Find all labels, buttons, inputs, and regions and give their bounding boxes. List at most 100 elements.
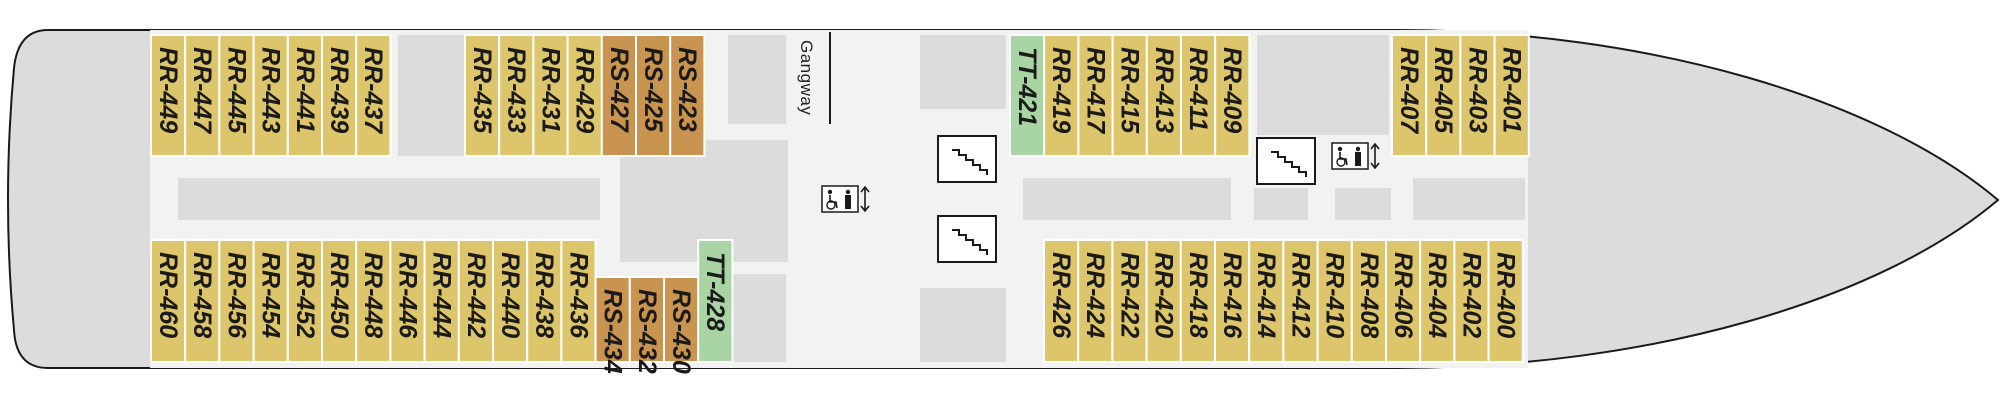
cabin-label: RR-446 [393,252,421,339]
cabin-rr-435[interactable]: RR-435 [464,34,501,157]
cabin-label: TT-428 [701,252,729,331]
cabin-label: RR-414 [1252,252,1280,338]
cabin-rr-445[interactable]: RR-445 [218,34,255,157]
cabin-cell [1487,239,1524,363]
cabin-rr-415[interactable]: RR-415 [1111,34,1148,157]
cabin-label: RS-425 [639,47,667,133]
cabin-rs-432[interactable]: RS-432 [628,276,665,374]
cabin-tt-428[interactable]: TT-428 [697,239,734,363]
cabin-label: RR-419 [1047,47,1075,133]
cabin-rr-405[interactable]: RR-405 [1425,34,1462,157]
cabin-rr-402[interactable]: RR-402 [1453,239,1490,363]
cabin-rr-408[interactable]: RR-408 [1350,239,1388,363]
cabin-label: RR-438 [530,252,558,338]
cabin-label: RR-447 [188,47,216,134]
cabin-rr-460[interactable]: RR-460 [150,239,187,363]
cabin-rr-454[interactable]: RR-454 [252,239,289,363]
cabin-rr-442[interactable]: RR-442 [457,239,494,363]
service-area [1257,35,1389,135]
cabin-rr-450[interactable]: RR-450 [321,239,358,363]
cabin-rs-427[interactable]: RS-427 [600,34,637,157]
cabin-rr-448[interactable]: RR-448 [355,239,392,363]
cabin-rr-417[interactable]: RR-417 [1077,34,1114,157]
cabin-rr-447[interactable]: RR-447 [184,34,221,157]
cabin-label: RR-412 [1286,252,1314,338]
cabin-rr-409[interactable]: RR-409 [1214,34,1251,157]
cabin-rr-404[interactable]: RR-404 [1419,239,1456,363]
cabin-label: RR-418 [1184,252,1212,338]
cabin-tt-421[interactable]: TT-421 [1009,34,1046,157]
cabin-rr-422[interactable]: RR-422 [1111,239,1148,363]
cabin-label: RR-415 [1116,47,1144,134]
cabin-label: RR-409 [1218,47,1246,133]
cabin-rs-423[interactable]: RS-423 [669,34,706,157]
cabin-rr-413[interactable]: RR-413 [1145,34,1183,157]
cabin-cell [355,34,392,157]
cabin-rr-446[interactable]: RR-446 [389,239,426,363]
cabin-rr-406[interactable]: RR-406 [1385,239,1422,363]
cabin-rr-416[interactable]: RR-416 [1214,239,1251,363]
cabin-rr-436[interactable]: RR-436 [560,239,597,363]
cabin-rr-420[interactable]: RR-420 [1145,239,1182,363]
cabin-rr-458[interactable]: RR-458 [184,239,221,363]
cabin-label: RR-408 [1355,252,1383,338]
cabin-label: RR-417 [1081,47,1109,134]
cabin-cell [1425,34,1462,157]
cabin-rr-437[interactable]: RR-437 [355,34,392,157]
cabin-cell [218,239,255,363]
cabin-label: RR-441 [291,47,319,133]
cabin-rr-452[interactable]: RR-452 [286,239,323,363]
cabin-rr-410[interactable]: RR-410 [1316,239,1353,363]
cabin-rr-438[interactable]: RR-438 [526,239,563,363]
cabin-label: RR-431 [536,47,564,133]
cabin-label: RR-460 [154,252,182,338]
cabin-rr-444[interactable]: RR-444 [423,239,460,363]
cabin-rr-440[interactable]: RR-440 [492,239,529,363]
cabin-cell [1145,34,1183,157]
cabin-rr-403[interactable]: RR-403 [1459,34,1496,157]
cabin-rr-412[interactable]: RR-412 [1282,239,1319,363]
cabin-rr-456[interactable]: RR-456 [218,239,255,363]
cabin-rr-407[interactable]: RR-407 [1391,34,1428,157]
cabin-rr-419[interactable]: RR-419 [1043,34,1080,157]
cabin-cell [594,276,631,363]
cabin-rs-425[interactable]: RS-425 [635,34,672,157]
cabin-rs-430[interactable]: RS-430 [663,276,700,374]
cabin-rr-400[interactable]: RR-400 [1487,239,1524,363]
cabin-cell [423,239,460,363]
cabin-cell [1385,239,1422,363]
cabin-rr-431[interactable]: RR-431 [532,34,569,157]
cabin-cell [600,34,637,157]
cabin-label: RR-404 [1423,252,1451,338]
cabin-cell [1419,239,1456,363]
cabin-label: RR-410 [1321,252,1349,338]
cabin-rr-414[interactable]: RR-414 [1248,239,1285,363]
cabin-label: RS-423 [673,47,701,132]
cabin-label: RR-435 [468,47,496,134]
cabin-cell [355,239,392,363]
cabin-rr-429[interactable]: RR-429 [566,34,603,157]
cabin-rr-426[interactable]: RR-426 [1043,239,1080,363]
cabin-label: RR-401 [1498,47,1526,133]
cabin-rs-434[interactable]: RS-434 [594,276,631,374]
cabin-rr-449[interactable]: RR-449 [150,34,187,157]
cabin-label: RR-407 [1395,47,1423,134]
cabin-rr-443[interactable]: RR-443 [252,34,289,157]
cabin-rr-411[interactable]: RR-411 [1180,34,1217,157]
cabin-cell [286,239,323,363]
cabin-rr-433[interactable]: RR-433 [498,34,535,157]
cabin-rr-418[interactable]: RR-418 [1179,239,1217,363]
cabin-cell [1248,239,1285,363]
cabin-label: RR-422 [1115,252,1143,338]
cabin-cell [1316,239,1353,363]
cabin-rr-401[interactable]: RR-401 [1493,34,1530,157]
cabin-cell [1179,239,1217,363]
cabin-label: RR-454 [257,252,285,338]
cabin-rr-441[interactable]: RR-441 [286,34,323,157]
cabin-label: RR-405 [1429,47,1457,134]
cabin-rr-439[interactable]: RR-439 [321,34,358,157]
cabin-label: RR-406 [1389,252,1417,339]
cabin-rr-424[interactable]: RR-424 [1077,239,1114,363]
